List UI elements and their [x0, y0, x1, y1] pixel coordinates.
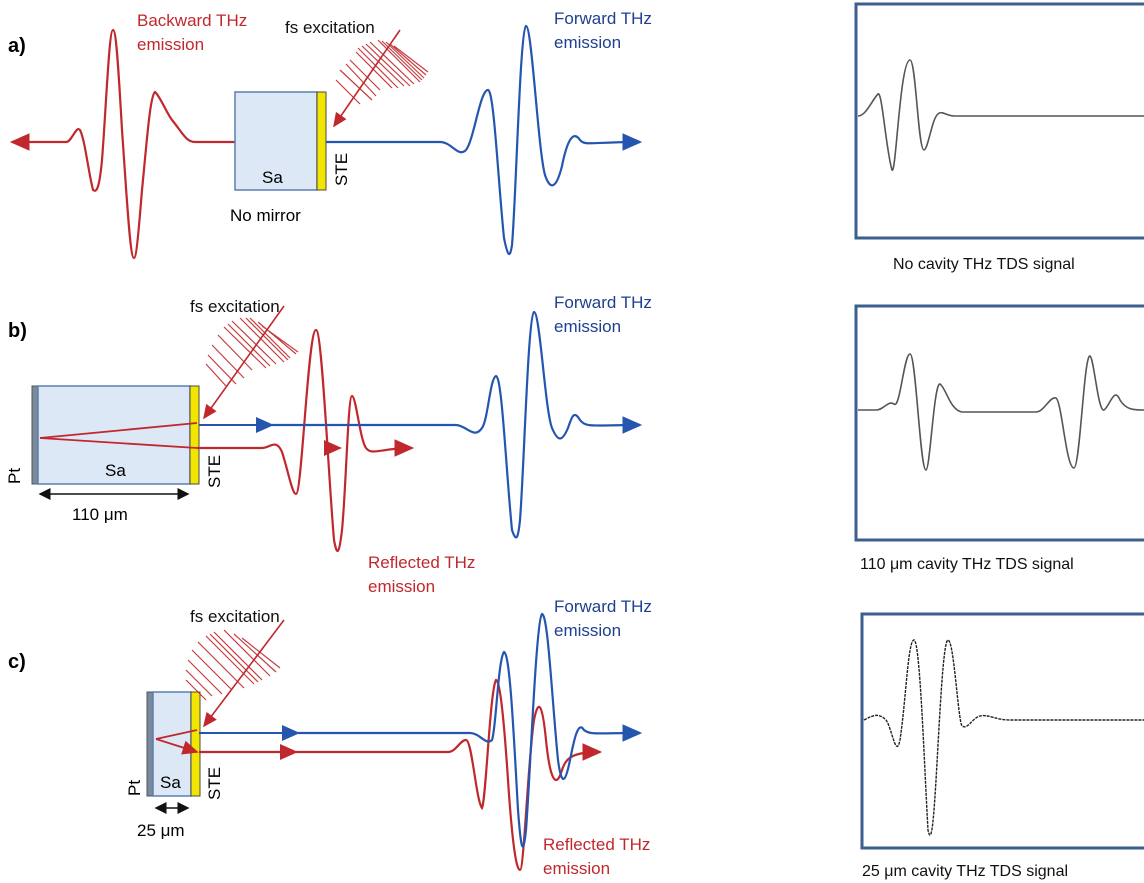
fs-excitation-label-a: fs excitation — [285, 18, 375, 37]
sa-label-a: Sa — [262, 168, 283, 187]
panel-a: a) Sa STE No mirror fs excitation Backwa… — [8, 9, 652, 260]
signal-frame-a: No cavity THz TDS signal — [854, 2, 1144, 273]
reflected-label-b-line2: emission — [368, 577, 435, 596]
fs-excitation-label-c: fs excitation — [190, 607, 280, 626]
ste-layer-c — [190, 691, 201, 797]
ste-label-c: STE — [205, 767, 224, 800]
backward-label-line1: Backward THz — [137, 11, 247, 30]
panel-label-a: a) — [8, 35, 26, 57]
forward-thz-pulse-c — [298, 612, 643, 848]
fs-excitation-a — [335, 39, 429, 105]
no-mirror-label: No mirror — [230, 206, 301, 225]
reflected-thz-pulse-c — [199, 678, 603, 872]
ste-label-a: STE — [332, 153, 351, 186]
reflected-label-b-line1: Reflected THz — [368, 553, 475, 572]
backward-thz-pulse — [9, 28, 236, 260]
forward-label-c-line2: emission — [554, 621, 621, 640]
sapphire-substrate-a — [234, 91, 318, 191]
excitation-beam-c — [203, 619, 285, 728]
backward-label-line2: emission — [137, 35, 204, 54]
forward-label-b-line1: Forward THz — [554, 293, 652, 312]
forward-label-a-line2: emission — [554, 33, 621, 52]
reflected-thz-pulse-b — [197, 328, 415, 552]
panel-c: c) Sa STE Pt 25 μm fs excitation Forward… — [8, 597, 652, 878]
fs-excitation-label-b: fs excitation — [190, 297, 280, 316]
panel-label-c: c) — [8, 651, 26, 673]
ste-layer-b — [189, 385, 200, 485]
reflected-ray-out-b — [39, 437, 198, 449]
tds-trace-c — [863, 639, 1144, 836]
signal-frame-b: 110 μm cavity THz TDS signal — [854, 304, 1144, 573]
thickness-label-c: 25 μm — [137, 821, 185, 840]
ste-label-b: STE — [205, 455, 224, 488]
sa-label-c: Sa — [160, 773, 181, 792]
forward-label-a-line1: Forward THz — [554, 9, 652, 28]
pt-label-b: Pt — [5, 468, 24, 484]
pt-mirror-b — [31, 385, 39, 485]
signal-caption-b: 110 μm cavity THz TDS signal — [860, 556, 1074, 573]
signal-caption-c: 25 μm cavity THz TDS signal — [862, 863, 1068, 880]
forward-label-c-line1: Forward THz — [554, 597, 652, 616]
forward-thz-pulse-a — [326, 24, 643, 255]
excitation-beam-b — [203, 305, 285, 420]
panel-b: b) Sa STE Pt 110 μm fs excitation Forwar… — [5, 293, 652, 596]
ste-layer-a — [316, 91, 327, 191]
reflected-label-c-line1: Reflected THz — [543, 835, 650, 854]
tds-trace-b — [858, 353, 1144, 471]
pt-label-c: Pt — [125, 780, 144, 796]
pt-mirror-c — [146, 691, 154, 797]
tds-trace-a — [857, 59, 1144, 171]
fs-excitation-c — [185, 629, 281, 701]
reflected-ray-in-c — [155, 729, 198, 740]
thickness-label-b: 110 μm — [72, 505, 128, 524]
forward-label-b-line2: emission — [554, 317, 621, 336]
reflected-ray-out-c — [155, 738, 199, 755]
signal-caption-a: No cavity THz TDS signal — [893, 256, 1075, 273]
sa-label-b: Sa — [105, 461, 126, 480]
forward-thz-pulse-b — [272, 310, 643, 539]
reflected-label-c-line2: emission — [543, 859, 610, 878]
fs-excitation-b — [205, 317, 299, 387]
reflected-ray-in-b — [39, 422, 198, 439]
excitation-beam-a — [333, 29, 401, 128]
signal-frame-c: 25 μm cavity THz TDS signal — [860, 612, 1144, 880]
panel-label-b: b) — [8, 320, 27, 342]
